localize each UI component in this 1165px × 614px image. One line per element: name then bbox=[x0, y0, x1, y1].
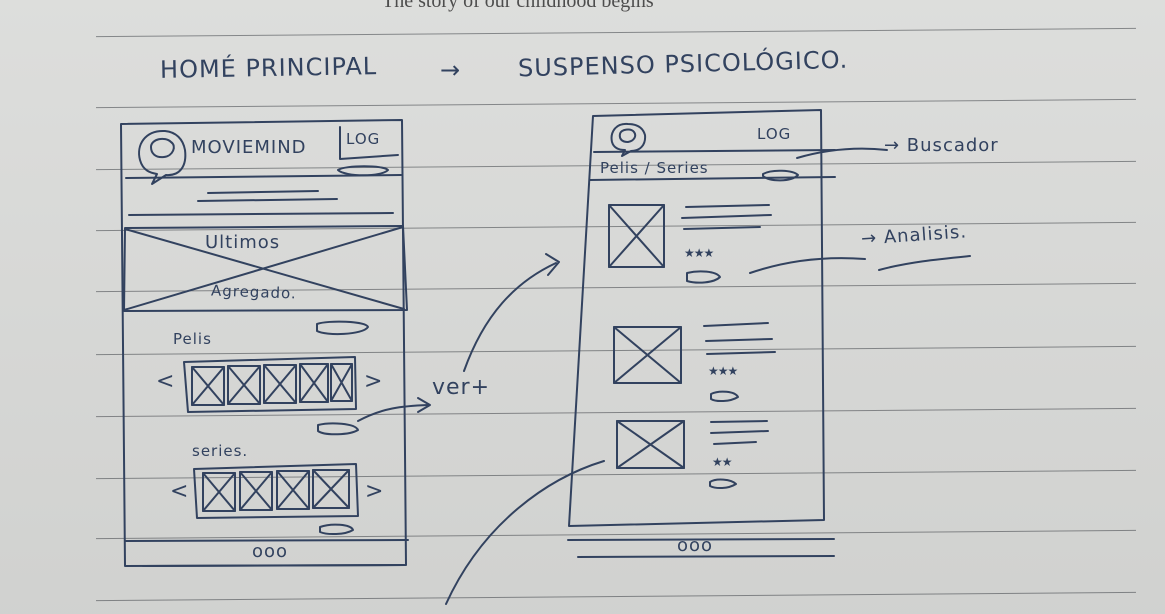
search-pill bbox=[762, 169, 799, 182]
pelis-pill bbox=[316, 320, 369, 336]
stars-row-1: ★★★ bbox=[684, 246, 714, 260]
poster-1 bbox=[191, 366, 225, 406]
text-line bbox=[197, 198, 338, 202]
poster-2 bbox=[227, 365, 261, 405]
right-footer-dots: ooo bbox=[677, 535, 714, 556]
series-left-arrow: < bbox=[170, 479, 190, 504]
arrow-to-right-screen bbox=[463, 262, 557, 372]
analysis-poster-3-cross bbox=[616, 420, 685, 469]
poster-1-cross bbox=[191, 366, 225, 406]
analysis-text-line bbox=[713, 441, 757, 445]
series-poster-1 bbox=[202, 472, 236, 512]
pelis-label: Pelis bbox=[173, 330, 212, 348]
banner-cross-line bbox=[123, 226, 404, 311]
analysis-poster-3 bbox=[616, 420, 685, 469]
pelis-carousel-frame bbox=[183, 356, 357, 413]
poster-3 bbox=[263, 364, 297, 404]
banner-bottom-text: Agregado. bbox=[210, 281, 298, 303]
banner-top-text: Ultimos bbox=[205, 232, 281, 253]
left-logo-outline bbox=[138, 129, 187, 185]
cut-off-top-text: The story of our childhood begins bbox=[382, 0, 654, 12]
poster-3-cross bbox=[263, 364, 297, 404]
text-line bbox=[207, 190, 319, 194]
right-logo-inner bbox=[618, 128, 637, 143]
series-poster-3 bbox=[276, 470, 310, 510]
series-pill bbox=[319, 523, 354, 536]
right-phone-frame bbox=[568, 109, 825, 527]
right-login-label: LOG bbox=[757, 125, 792, 143]
analysis-text-line bbox=[683, 226, 761, 230]
carousel-left-arrow: < bbox=[156, 369, 176, 394]
series-poster-4 bbox=[312, 469, 350, 509]
ver-mas-annotation: ver+ bbox=[432, 375, 491, 400]
buscador-annotation: → Buscador bbox=[884, 135, 999, 156]
right-phone-bottom-line bbox=[577, 555, 835, 558]
buscador-arrow-line bbox=[796, 147, 888, 159]
banner-box bbox=[123, 225, 408, 312]
poster-4 bbox=[299, 363, 329, 403]
ver-mas-button-sketch bbox=[317, 422, 359, 436]
analysis-title-line bbox=[703, 322, 769, 327]
stars-row-2: ★★★ bbox=[708, 364, 738, 378]
heading-arrow: → bbox=[440, 56, 462, 84]
analysis-text-line bbox=[705, 338, 773, 342]
series-poster-3-cross bbox=[276, 470, 310, 510]
right-logo-outline bbox=[610, 122, 647, 157]
analysis-title-line bbox=[685, 204, 770, 208]
login-box bbox=[339, 126, 399, 160]
carousel-right-arrow: > bbox=[364, 369, 384, 394]
analisis-arrow-line bbox=[749, 257, 866, 274]
right-phone-bottom-bar bbox=[567, 538, 835, 541]
poster-4-cross bbox=[299, 363, 329, 403]
analysis-pill-1 bbox=[686, 270, 721, 284]
ver-arrow-line bbox=[357, 404, 429, 422]
analysis-title-line bbox=[710, 420, 768, 423]
analysis-text-line bbox=[710, 430, 769, 434]
left-phone-bottom-bar bbox=[124, 539, 409, 542]
poster-2-cross bbox=[227, 365, 261, 405]
left-logo-inner bbox=[150, 137, 175, 159]
series-poster-4-cross bbox=[312, 469, 350, 509]
left-login-label: LOG bbox=[346, 130, 381, 148]
series-carousel-frame bbox=[193, 463, 359, 519]
analysis-text-line bbox=[681, 214, 772, 219]
analysis-pill-3 bbox=[709, 478, 737, 490]
series-poster-1-cross bbox=[202, 472, 236, 512]
left-phone-bottom-line bbox=[142, 564, 405, 567]
left-footer-dots: ooo bbox=[252, 541, 289, 562]
analysis-poster-2 bbox=[613, 326, 682, 384]
poster-5 bbox=[330, 363, 353, 402]
left-phone-frame bbox=[120, 119, 407, 567]
analysis-poster-1 bbox=[608, 204, 665, 268]
analysis-poster-2-cross bbox=[613, 326, 682, 384]
series-poster-2 bbox=[239, 471, 273, 511]
poster-5-cross bbox=[330, 363, 353, 402]
analysis-pill-2 bbox=[710, 390, 739, 403]
arrow-to-right-screen-head bbox=[545, 253, 560, 276]
stars-row-3: ★★ bbox=[712, 455, 732, 469]
analysis-poster-1-cross bbox=[608, 204, 665, 268]
analysis-text-line bbox=[706, 351, 776, 355]
series-label: series. bbox=[192, 442, 249, 460]
text-divider bbox=[128, 212, 394, 216]
analisis-underline bbox=[878, 255, 971, 271]
right-tabs-divider bbox=[589, 176, 836, 181]
brand-name: MOVIEMIND bbox=[191, 137, 307, 158]
series-poster-2-cross bbox=[239, 471, 273, 511]
ver-arrow-head bbox=[417, 397, 431, 413]
small-pill bbox=[337, 165, 389, 177]
bottom-arrow-line bbox=[445, 460, 605, 605]
right-tabs-label: Pelis / Series bbox=[600, 159, 709, 177]
series-right-arrow: > bbox=[365, 479, 385, 504]
